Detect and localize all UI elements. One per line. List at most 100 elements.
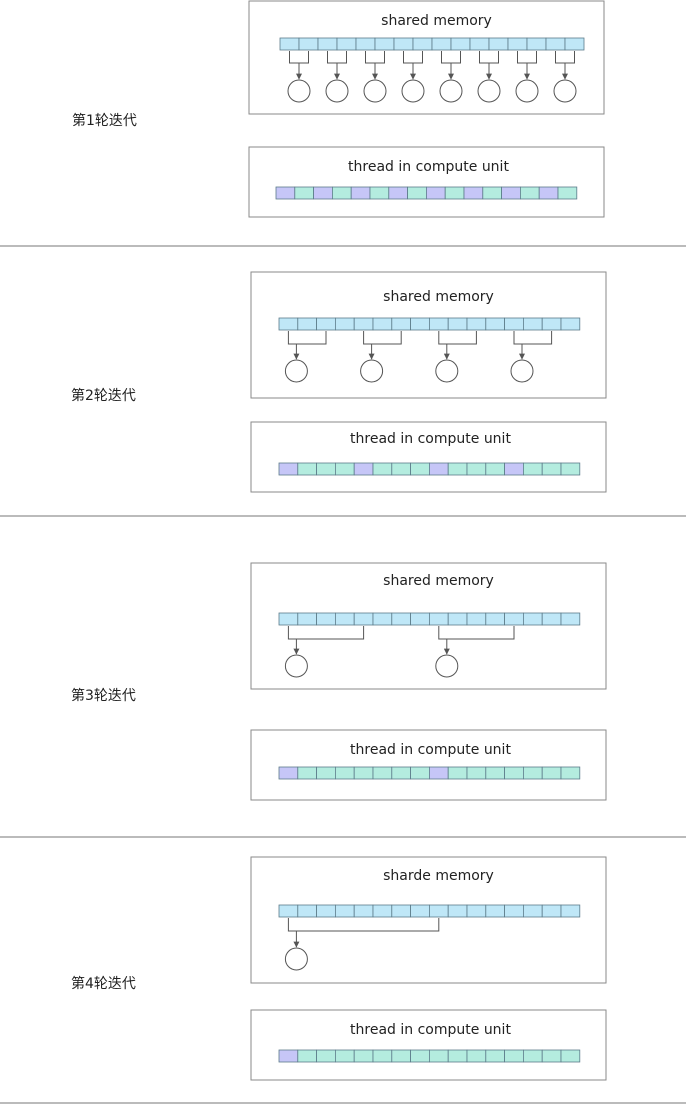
thread-cell-idle (466, 462, 487, 476)
thread-cell-active (538, 186, 559, 200)
memory-cell (336, 37, 357, 51)
memory-cell (504, 612, 524, 626)
memory-cell (278, 612, 299, 626)
thread-cell-active (275, 186, 296, 200)
shared-memory-title: shared memory (381, 13, 492, 29)
shared-memory-title: shared memory (383, 289, 494, 305)
thread-cell-idle (410, 766, 430, 780)
memory-cell (507, 37, 528, 51)
thread-cell-idle (523, 462, 543, 476)
shared-memory-panel: shared memory (250, 562, 607, 690)
iteration-1: 第1轮迭代 shared memory thread in compute unit (0, 0, 686, 247)
memory-cell (523, 612, 543, 626)
thread-cell-idle (391, 1049, 411, 1063)
memory-cell (469, 37, 490, 51)
thread-title: thread in compute unit (348, 159, 509, 175)
memory-cell (560, 612, 581, 626)
thread-box (250, 421, 607, 493)
reduction-bracket (287, 626, 365, 640)
thread-cell-idle (372, 1049, 393, 1063)
thread-cell-idle (447, 766, 468, 780)
thread-panel: thread in compute unit (250, 1009, 607, 1081)
result-circle (287, 79, 311, 103)
shared-memory-title: shared memory (383, 573, 494, 589)
result-circle (553, 79, 577, 103)
thread-cell-active (501, 186, 521, 200)
memory-cell (412, 37, 433, 51)
memory-cell (316, 904, 336, 918)
result-circle (284, 654, 308, 678)
iteration-3: 第3轮迭代 shared memory thread in compute unit (0, 562, 686, 838)
memory-cell (431, 37, 452, 51)
result-circle (510, 359, 534, 383)
memory-cell (391, 904, 411, 918)
thread-cell-idle (444, 186, 465, 200)
iteration-label: 第3轮迭代 (71, 687, 136, 704)
thread-cell-idle (447, 462, 468, 476)
thread-cell-idle (372, 462, 393, 476)
thread-title: thread in compute unit (350, 1022, 511, 1038)
thread-box (250, 1009, 607, 1081)
thread-cell-idle (316, 766, 336, 780)
shared-memory-title: sharde memory (383, 868, 494, 884)
memory-cell (466, 904, 487, 918)
memory-cell (541, 904, 562, 918)
iteration-label: 第1轮迭代 (72, 112, 137, 129)
memory-cell (298, 37, 319, 51)
thread-box (248, 146, 605, 218)
thread-cell-idle (504, 1049, 524, 1063)
thread-cell-idle (294, 186, 314, 200)
iteration-label: 第4轮迭代 (71, 975, 136, 992)
memory-cell (560, 904, 581, 918)
memory-cell (428, 317, 449, 331)
thread-cell-idle (485, 1049, 505, 1063)
memory-cell (353, 317, 374, 331)
iteration-label: 第2轮迭代 (71, 387, 136, 404)
reduction-bracket (287, 331, 327, 345)
thread-cell-idle (560, 1049, 581, 1063)
memory-cell (334, 904, 355, 918)
memory-cell (541, 612, 562, 626)
thread-cell-idle (428, 1049, 449, 1063)
shared-memory-box (250, 856, 607, 984)
result-circle (360, 359, 384, 383)
memory-cell (372, 904, 393, 918)
memory-cell (447, 612, 468, 626)
thread-cell-idle (485, 766, 505, 780)
memory-cell (372, 612, 393, 626)
thread-cell-active (313, 186, 333, 200)
thread-title: thread in compute unit (350, 742, 511, 758)
result-circle (401, 79, 425, 103)
memory-cell (488, 37, 509, 51)
thread-cell-active (428, 462, 449, 476)
result-circle (325, 79, 349, 103)
thread-cell-active (353, 462, 374, 476)
memory-cell (485, 612, 505, 626)
result-circle (515, 79, 539, 103)
thread-cell-idle (447, 1049, 468, 1063)
memory-cell (355, 37, 376, 51)
thread-cell-idle (541, 462, 562, 476)
memory-cell (485, 904, 505, 918)
thread-cell-idle (297, 1049, 317, 1063)
memory-cell (334, 612, 355, 626)
thread-cell-active (278, 1049, 299, 1063)
thread-cell-idle (410, 462, 430, 476)
memory-cell (393, 37, 414, 51)
memory-cell (526, 37, 547, 51)
thread-cell-idle (353, 1049, 374, 1063)
memory-cell (334, 317, 355, 331)
memory-cell (372, 317, 393, 331)
shared-memory-panel: sharde memory (250, 856, 607, 984)
result-circle (284, 359, 308, 383)
memory-cell (466, 317, 487, 331)
reduction-bracket (287, 918, 440, 932)
thread-cell-active (504, 462, 524, 476)
memory-cell (428, 612, 449, 626)
reduction-bracket (513, 331, 553, 345)
reduction-bracket (438, 626, 515, 640)
memory-cell (410, 904, 430, 918)
result-circle (363, 79, 387, 103)
